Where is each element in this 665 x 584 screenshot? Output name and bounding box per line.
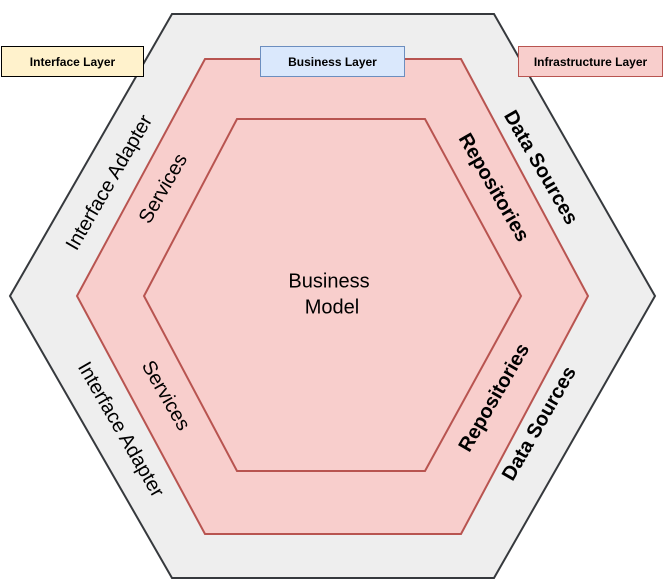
legend-business-layer: Business Layer	[260, 46, 405, 77]
business-model-label-line2: Model	[305, 296, 359, 318]
legend-interface-layer: Interface Layer	[1, 46, 144, 77]
inner-hexagon	[142, 118, 523, 472]
legend-infrastructure-layer: Infrastructure Layer	[518, 46, 663, 77]
business-model-label-line1: Business	[288, 270, 369, 292]
